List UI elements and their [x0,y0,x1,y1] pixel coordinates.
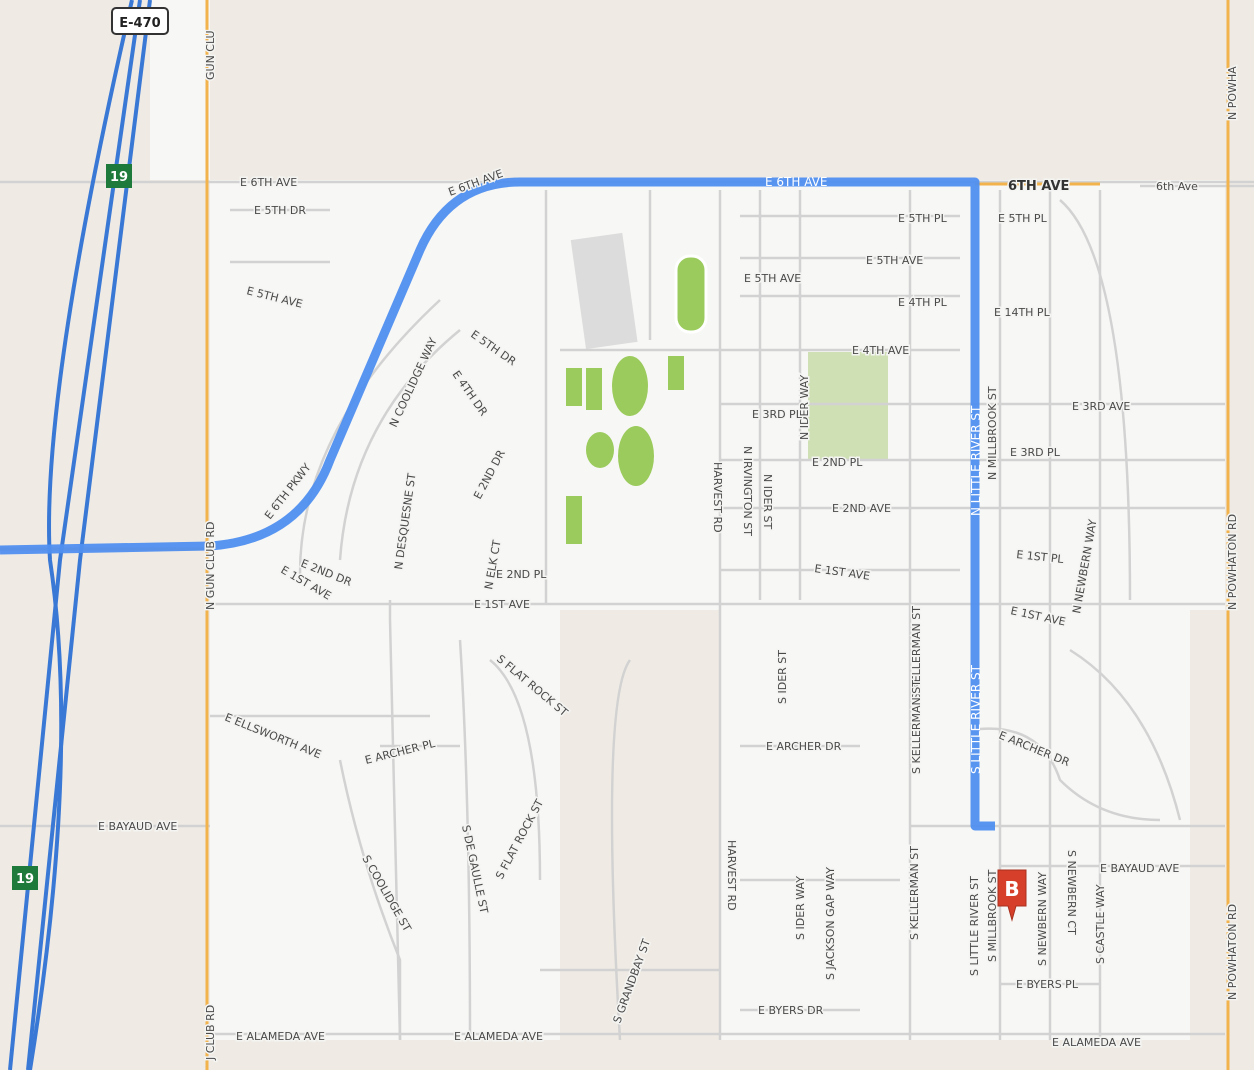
label-e-byers-dr: E BYERS DR [758,1004,824,1017]
hwy19-shield-bottom: 19 [12,866,38,890]
label-6th-ave-right: 6th Ave [1156,180,1198,193]
neighborhood-north-west [150,0,210,180]
sports-field-7 [566,496,582,544]
label-e6th-route: E 6TH AVE [765,175,827,189]
label-s-kellerman-2: S KELLERMAN ST [910,680,923,774]
label-e-bayaud-r: E BAYAUD AVE [1100,862,1179,875]
e470-shield-label: E-470 [119,16,160,31]
label-e3rd-ave: E 3RD AVE [1072,400,1130,413]
label-e-byers-pl: E BYERS PL [1016,978,1079,991]
label-e2nd-pl: E 2ND PL [496,568,547,581]
label-s-kellerman: S KELLERMAN ST [910,606,923,700]
sports-field-3 [612,356,648,416]
label-n-ider-st: N IDER ST [761,474,774,530]
label-s-kellerman-low: S KELLERMAN ST [908,846,921,940]
label-s-newbern-way: S NEWBERN WAY [1036,872,1049,966]
label-e3rd-pl-r: E 3RD PL [1010,446,1061,459]
sports-field-5 [586,432,614,468]
sports-field-6 [618,426,654,486]
park-square [808,352,888,460]
label-n-irvington: N IRVINGTON ST [741,446,754,536]
label-e-archer-dr: E ARCHER DR [766,740,842,753]
label-powhaton-low: N POWHATON RD [1226,904,1239,1000]
label-s-ider-st: S IDER ST [776,650,789,704]
label-e5th-pl-r: E 5TH PL [998,212,1048,225]
label-n-ider-way: N IDER WAY [798,375,811,440]
label-e1st-ave-mid: E 1ST AVE [474,598,530,611]
label-s-millbrook: S MILLBROOK ST [986,869,999,962]
sports-field-1 [566,368,582,406]
label-s-little-river: S LITTLE RIVER ST [969,664,983,774]
destination-marker-label: B [1004,877,1019,901]
e470-shield: E-470 [111,7,169,35]
label-e2nd-pl-r: E 2ND PL [812,456,863,469]
label-n-little-river: N LITTLE RIVER ST [969,405,983,516]
label-s-jackson-gap: S JACKSON GAP WAY [824,867,837,980]
label-gun-club-top: GUN CLU [204,30,217,80]
sports-field-4 [668,356,684,390]
label-6th-ave-bold: 6TH AVE [1008,179,1069,194]
label-e4th-pl: E 4TH PL [898,296,948,309]
route-path [0,177,995,831]
track-field [674,254,708,334]
label-powhaton-top: N POWHA [1226,66,1239,120]
label-gun-club-bottom: J CLUB RD [204,1005,217,1061]
sports-field-2 [586,368,602,410]
label-s-newbern-ct: S NEWBERN CT [1065,850,1078,935]
label-s-ider-way: S IDER WAY [794,876,807,940]
label-e5th-dr: E 5TH DR [254,204,306,217]
label-e-alameda-1: E ALAMEDA AVE [236,1030,325,1043]
label-s-castle: S CASTLE WAY [1094,884,1107,964]
label-gun-club-mid: N GUN CLUB RD [204,522,217,611]
label-e-bayaud-left: E BAYAUD AVE [98,820,177,833]
hwy19-shield-top: 19 [106,164,132,188]
label-n-millbrook: N MILLBROOK ST [986,386,999,480]
building-school [570,232,638,350]
label-e5th-pl: E 5TH PL [898,212,948,225]
label-powhaton-mid: N POWHATON RD [1226,514,1239,610]
label-e6th-left: E 6TH AVE [240,176,297,189]
destination-marker[interactable]: B [997,869,1027,922]
label-e5th-ave-r: E 5TH AVE [866,254,923,267]
label-harvest-low: HARVEST RD [725,840,738,911]
hwy19-shield-bottom-label: 19 [16,872,34,887]
label-e3rd-pl: E 3RD PL [752,408,803,421]
label-e-alameda-2: E ALAMEDA AVE [454,1030,543,1043]
hwy19-shield-top-label: 19 [110,170,128,185]
label-e5th-ave-mid: E 5TH AVE [744,272,801,285]
label-e2nd-ave: E 2ND AVE [832,502,891,515]
neighborhood-south-west [210,610,560,1040]
label-e-alameda-3: E ALAMEDA AVE [1052,1036,1141,1049]
label-s-little-river-low: S LITTLE RIVER ST [968,876,981,976]
label-harvest-top: HARVEST RD [711,462,724,533]
label-e4th-ave: E 4TH AVE [852,344,909,357]
label-e14th-pl: E 14TH PL [994,306,1051,319]
